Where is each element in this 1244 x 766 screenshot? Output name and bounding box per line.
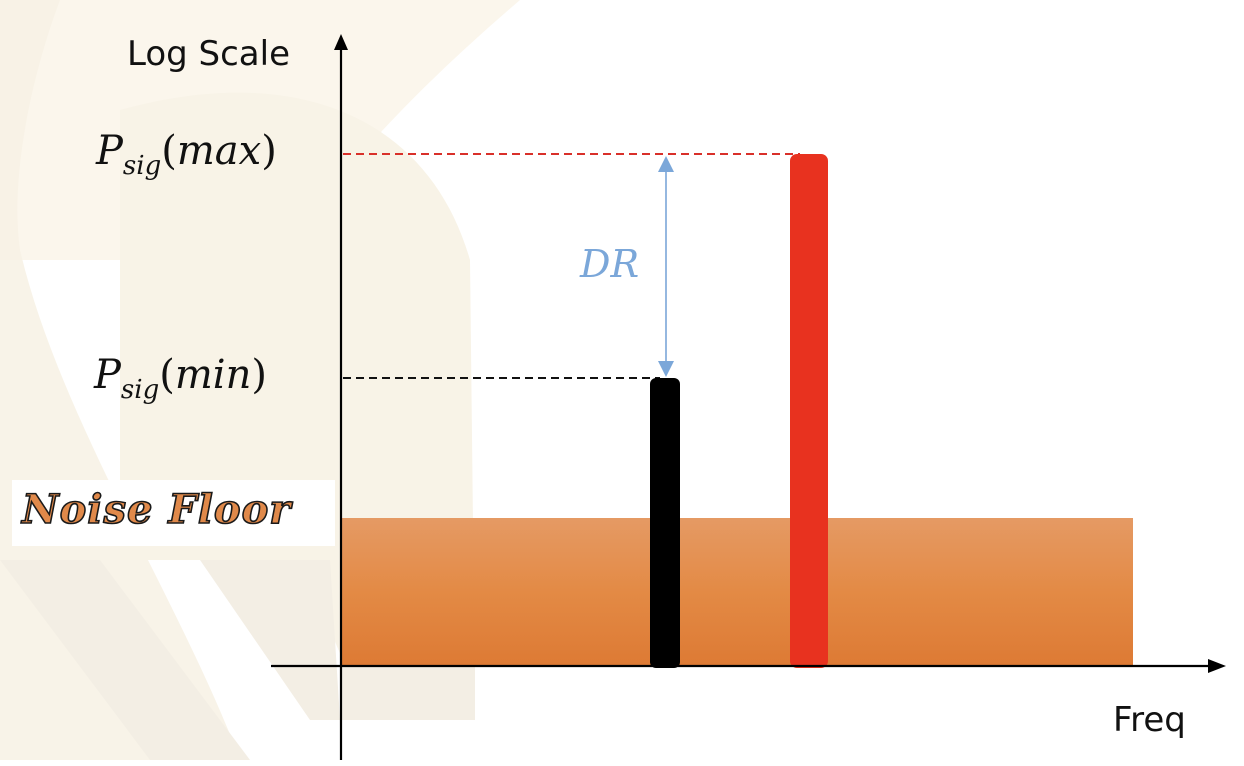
signal-max-bar	[790, 154, 828, 668]
psig-min-arg: min	[174, 352, 252, 398]
dr-arrow-up-icon	[658, 156, 674, 172]
paren-close: )	[261, 128, 277, 174]
dynamic-range-label: DR	[580, 242, 640, 286]
psig-min-subscript: sig	[120, 375, 160, 405]
psig-min-symbol: P	[94, 352, 121, 398]
x-axis-label: Freq	[1113, 700, 1186, 740]
psig-max-label: Psig(max)	[96, 128, 277, 181]
paren-open: (	[159, 352, 175, 398]
paren-close: )	[251, 352, 267, 398]
dr-arrow-down-icon	[658, 361, 674, 377]
noise-floor-band	[340, 518, 1133, 666]
noise-floor-label-box	[12, 480, 335, 546]
psig-max-symbol: P	[96, 128, 123, 174]
x-axis-arrow-icon	[1208, 659, 1226, 673]
psig-max-subscript: sig	[122, 151, 162, 181]
psig-min-label: Psig(min)	[94, 352, 267, 405]
y-axis-arrow-icon	[334, 34, 348, 50]
noise-floor-label: Noise Floor	[21, 485, 292, 534]
y-axis-label: Log Scale	[127, 34, 291, 74]
paren-open: (	[161, 128, 177, 174]
signal-min-bar	[650, 378, 680, 668]
psig-max-arg: max	[176, 128, 262, 174]
